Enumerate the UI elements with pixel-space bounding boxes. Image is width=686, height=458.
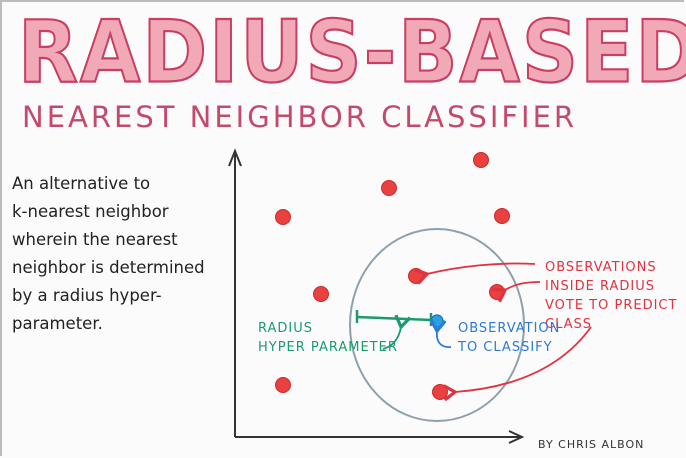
- description-line: k-nearest neighbor: [12, 202, 169, 221]
- annotation-line: RADIUS: [258, 321, 314, 336]
- description-line: neighbor is determined: [12, 258, 205, 277]
- title: RADIUS-BASED: [17, 3, 686, 103]
- arrow-to-point-3: [442, 326, 592, 402]
- x-axis-arrow-icon: [508, 430, 525, 444]
- y-axis-arrow-icon: [228, 148, 242, 167]
- annotation-line: VOTE TO PREDICT: [545, 298, 678, 313]
- observation-point: [489, 284, 505, 300]
- observation-point: [494, 208, 510, 224]
- observation-point: [473, 152, 489, 168]
- x-axis: [235, 430, 525, 444]
- radius-circle: [349, 228, 525, 422]
- annotation-observation-to-classify: OBSERVATION TO CLASSIFY: [458, 319, 560, 357]
- annotation-line: HYPER PARAMETER: [258, 340, 398, 355]
- annotation-observations-inside: OBSERVATIONS INSIDE RADIUS VOTE TO PREDI…: [545, 258, 677, 334]
- credit: BY CHRIS ALBON: [538, 438, 645, 451]
- arrow-to-point-1: [414, 262, 536, 285]
- annotation-line: TO CLASSIFY: [458, 340, 553, 355]
- observation-point: [275, 209, 291, 225]
- arrow-to-radius: [382, 314, 412, 350]
- subtitle: NEAREST NEIGHBOR CLASSIFIER: [22, 100, 578, 134]
- observation-point: [275, 377, 291, 393]
- annotation-line: OBSERVATION: [458, 321, 561, 336]
- observation-point: [313, 286, 329, 302]
- annotation-line: CLASS: [545, 317, 593, 332]
- description-line: parameter.: [12, 314, 103, 333]
- annotation-line: INSIDE RADIUS: [545, 279, 656, 294]
- annotation-line: OBSERVATIONS: [545, 260, 657, 275]
- observation-point: [432, 384, 448, 400]
- description-line: by a radius hyper-: [12, 286, 162, 305]
- observation-point: [381, 180, 397, 196]
- arrow-to-query: [429, 318, 452, 348]
- description-line: An alternative to: [12, 174, 151, 193]
- description: An alternative to k-nearest neighbor whe…: [12, 170, 237, 338]
- observation-point: [408, 268, 424, 284]
- annotation-radius-hyperparameter: RADIUS HYPER PARAMETER: [258, 319, 398, 357]
- arrow-to-point-2: [491, 281, 541, 303]
- description-line: wherein the nearest: [12, 230, 178, 249]
- query-point: [430, 314, 444, 328]
- y-axis: [228, 148, 242, 437]
- observation-points: [275, 152, 510, 400]
